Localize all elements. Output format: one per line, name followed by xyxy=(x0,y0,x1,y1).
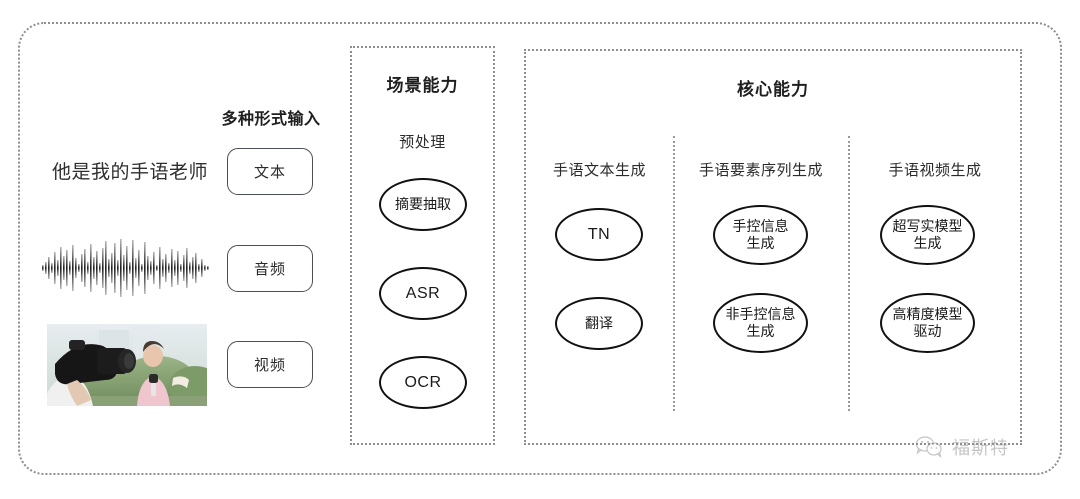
audio-waveform-icon xyxy=(40,238,212,298)
node-asr[interactable]: ASR xyxy=(379,267,467,320)
video-thumbnail-icon xyxy=(47,324,207,406)
watermark: 福斯特 xyxy=(915,432,1009,462)
node-manual-feature-generation[interactable]: 手控信息 生成 xyxy=(713,205,808,265)
outer-dotted-frame xyxy=(18,22,1062,475)
column-sign-element-sequence-label: 手语要素序列生成 xyxy=(698,162,823,179)
panel-scene-title: 场景能力 xyxy=(386,76,459,95)
node-high-precision-model-driving[interactable]: 高精度模型 驱动 xyxy=(880,293,975,353)
node-non-manual-feature-generation[interactable]: 非手控信息 生成 xyxy=(713,293,808,353)
core-divider-1 xyxy=(673,136,675,411)
column-preprocessing: 预处理 xyxy=(350,131,495,152)
input-sample-text: 他是我的手语老师 xyxy=(51,162,208,183)
input-section-heading: 多种形式输入 xyxy=(221,111,321,128)
node-ocr[interactable]: OCR xyxy=(379,356,467,409)
modality-chip-video[interactable]: 视频 xyxy=(227,341,313,388)
panel-core-title: 核心能力 xyxy=(737,80,809,99)
node-photorealistic-model-generation[interactable]: 超写实模型 生成 xyxy=(880,205,975,265)
wechat-icon xyxy=(915,436,942,458)
core-divider-2 xyxy=(848,136,850,411)
panel-scene-capability: 场景能力 xyxy=(350,46,495,445)
column-sign-text-generation: 手语文本生成 xyxy=(527,159,672,180)
audio-waveform-svg xyxy=(42,239,209,297)
column-sign-video-generation: 手语视频生成 xyxy=(851,159,1019,180)
node-tn[interactable]: TN xyxy=(555,208,643,261)
column-sign-video-generation-label: 手语视频生成 xyxy=(888,162,982,179)
node-summary-extraction[interactable]: 摘要抽取 xyxy=(379,178,467,231)
column-sign-element-sequence: 手语要素序列生成 xyxy=(676,159,846,180)
node-translation[interactable]: 翻译 xyxy=(555,297,643,350)
column-sign-text-generation-label: 手语文本生成 xyxy=(552,162,646,179)
modality-chip-text[interactable]: 文本 xyxy=(227,148,313,195)
panel-core-capability: 核心能力 xyxy=(524,49,1022,445)
watermark-text: 福斯特 xyxy=(952,438,1009,458)
column-preprocessing-label: 预处理 xyxy=(399,134,446,151)
video-thumbnail-svg xyxy=(47,324,207,406)
modality-chip-audio[interactable]: 音频 xyxy=(227,245,313,292)
